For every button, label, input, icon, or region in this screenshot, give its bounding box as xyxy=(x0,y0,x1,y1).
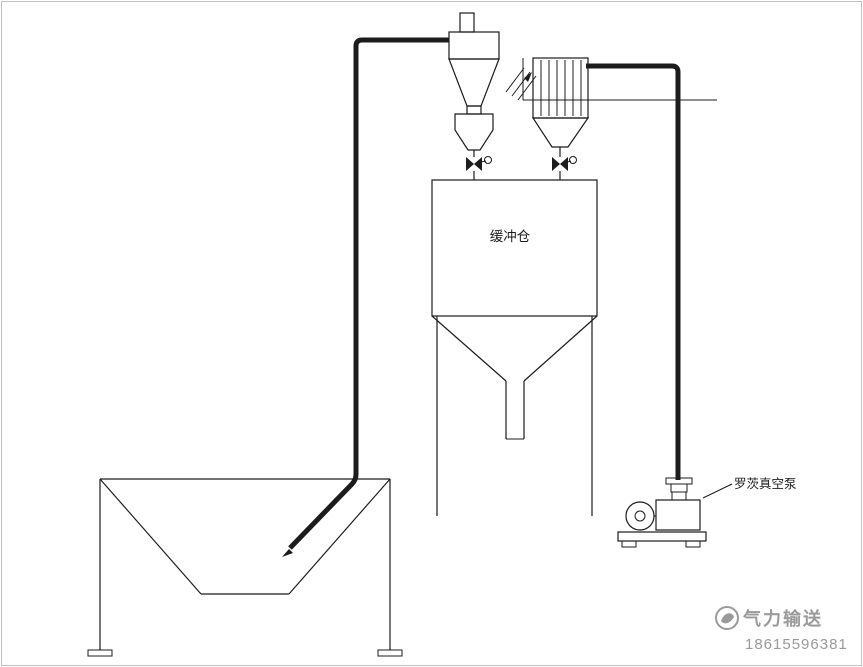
pump-motor xyxy=(625,501,655,531)
watermark-brand: 气力输送 xyxy=(742,608,823,629)
cyclone-receiver-hopper xyxy=(454,113,494,151)
pump-motor-hub xyxy=(634,510,646,522)
arrowhead-icon xyxy=(524,72,532,82)
filter-bag-lines xyxy=(540,60,582,116)
roots-vacuum-pump xyxy=(617,477,707,548)
cyclone-neck xyxy=(466,105,482,115)
pump-foot-right xyxy=(685,540,701,548)
hopper-foot-right xyxy=(377,649,403,657)
buffer-silo: 缓冲仓 xyxy=(431,179,598,516)
pump-base xyxy=(617,531,707,542)
dust-collector-cone xyxy=(531,117,590,148)
pump-foot-left xyxy=(621,540,637,548)
valve-actuator-icon xyxy=(484,156,492,164)
suction-nozzle-tip xyxy=(282,549,293,557)
pump-inlet-connector xyxy=(671,491,687,501)
cyclone-discharge-valve xyxy=(466,156,492,171)
feed-hopper xyxy=(87,478,403,657)
silo-cone-left xyxy=(431,315,507,382)
pump-body xyxy=(655,499,701,531)
hopper-foot-left xyxy=(87,649,113,657)
pump-inlet-reducer xyxy=(670,483,688,493)
pump-label: 罗茨真空泵 xyxy=(734,477,797,491)
cyclone-vent-pipe xyxy=(459,12,475,33)
cyclone-body xyxy=(448,31,500,60)
vacuum-pipe xyxy=(586,63,681,480)
cyclone-cone xyxy=(448,58,500,107)
valve-actuator-icon xyxy=(569,156,577,164)
hopper-wall-right xyxy=(288,478,391,595)
exhaust-lines xyxy=(505,58,717,101)
watermark-logo-icon xyxy=(715,606,739,630)
collector-discharge-valve xyxy=(552,156,577,171)
watermark-phone: 18615596381 xyxy=(745,636,848,653)
watermark: 气力输送 18615596381 xyxy=(715,606,848,653)
silo-body xyxy=(431,179,598,317)
silo-discharge-pipe xyxy=(505,381,525,440)
cyclone-separator xyxy=(448,12,500,180)
pump-leader-line xyxy=(702,483,733,499)
suction-pipe xyxy=(288,37,449,550)
flow-direction-arrows xyxy=(505,67,537,101)
buffer-silo-label: 缓冲仓 xyxy=(490,229,531,244)
silo-cone-right xyxy=(523,315,598,382)
hopper-wall-left xyxy=(99,478,202,595)
dust-collector xyxy=(531,57,590,180)
